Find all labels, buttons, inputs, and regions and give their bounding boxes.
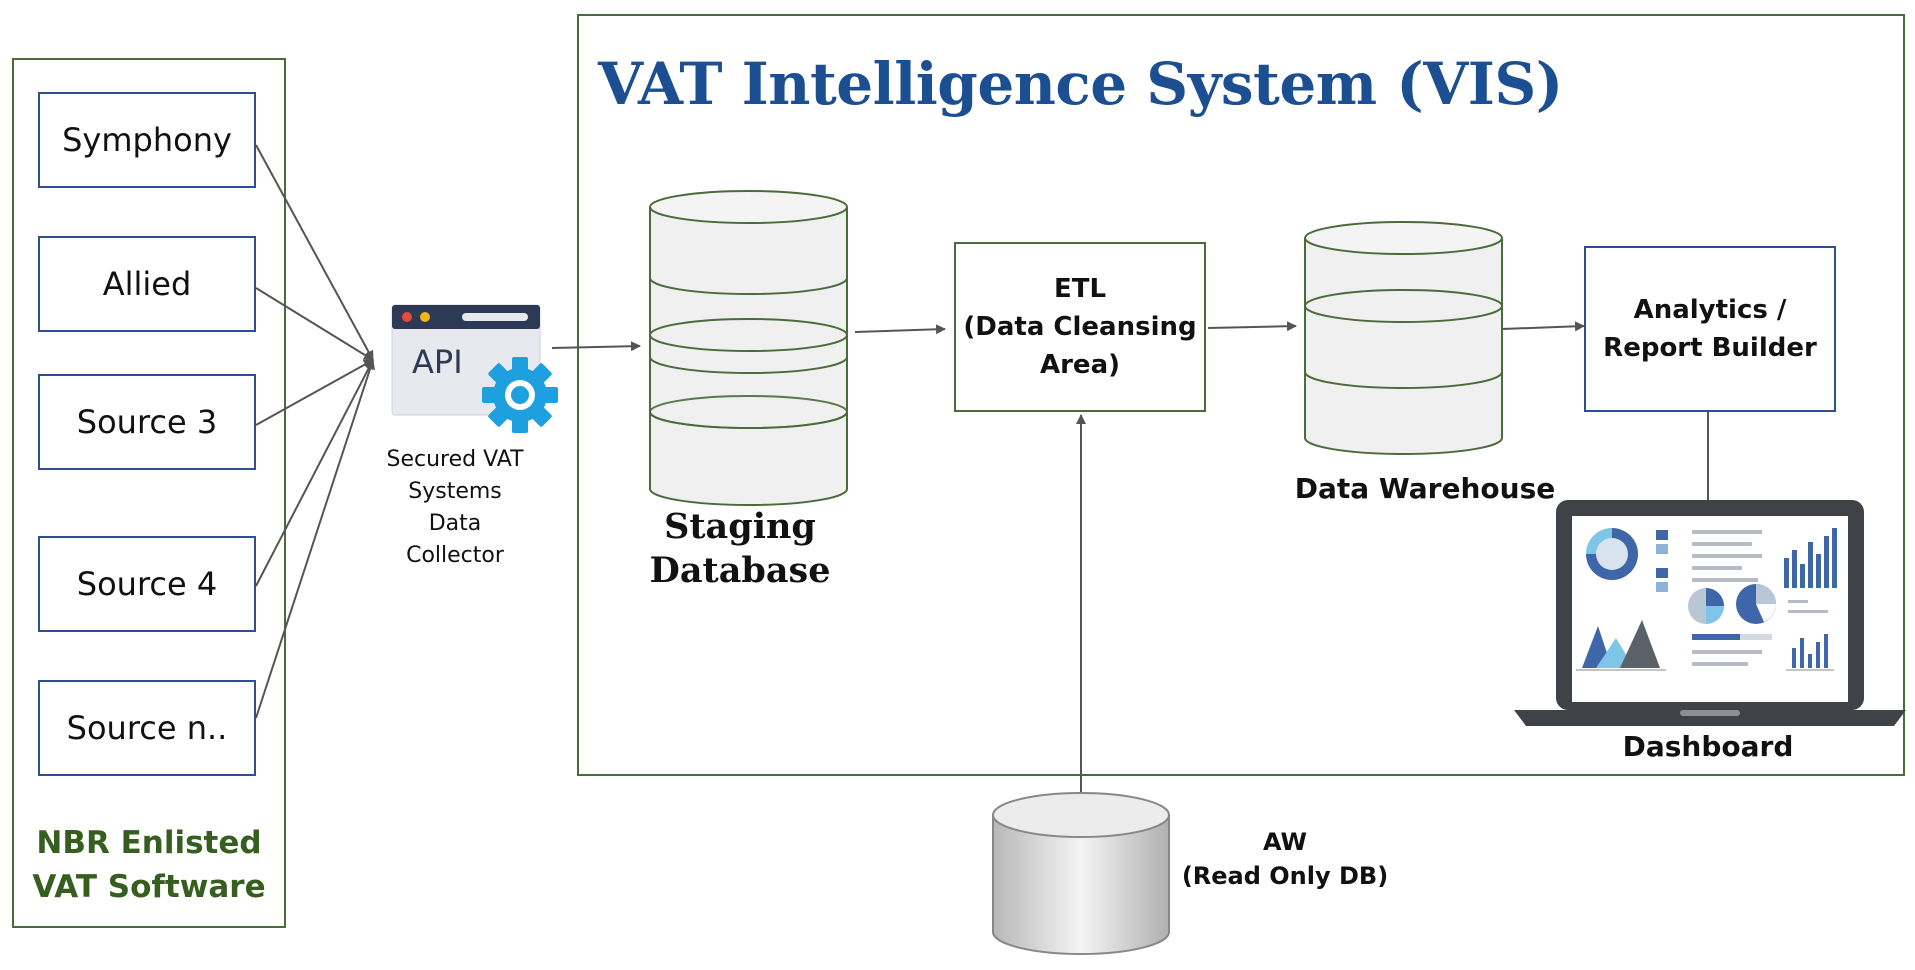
- api-icon: API: [390, 303, 560, 433]
- api-caption-line: Data: [428, 511, 482, 536]
- staging-database-cylinder: [649, 190, 848, 506]
- aw-line: (Read Only DB): [1181, 862, 1389, 890]
- source-label: Symphony: [62, 121, 232, 159]
- dashboard-label: Dashboard: [1622, 730, 1794, 763]
- caption-line: VAT Software: [32, 869, 266, 905]
- aw-label: AW (Read Only DB): [1180, 825, 1390, 893]
- analytics-box: Analytics / Report Builder: [1584, 246, 1836, 412]
- source-label: Source 4: [76, 565, 218, 603]
- api-caption-line: Collector: [406, 543, 504, 568]
- source-box-n: Source n..: [38, 680, 256, 776]
- source-systems-panel: [12, 58, 286, 928]
- source-label: Source n..: [66, 709, 228, 747]
- flow-arrows: [551, 321, 1709, 792]
- source-box-symphony: Symphony: [38, 92, 256, 188]
- api-caption: Secured VAT Systems Data Collector: [370, 444, 540, 572]
- etl-box: ETL (Data Cleansing Area): [954, 242, 1206, 412]
- source-box-4: Source 4: [38, 536, 256, 632]
- label-line: Staging: [664, 506, 816, 547]
- source-label: Allied: [102, 265, 192, 303]
- laptop-dashboard-icon: [1512, 498, 1908, 728]
- analytics-line: Analytics /: [1633, 295, 1787, 325]
- source-box-3: Source 3: [38, 374, 256, 470]
- etl-line: ETL: [1053, 274, 1107, 304]
- analytics-line: Report Builder: [1603, 333, 1817, 363]
- label-line: Database: [649, 550, 831, 591]
- aw-database-cylinder: [992, 792, 1170, 955]
- aw-line: AW: [1263, 828, 1307, 856]
- source-label: Source 3: [76, 403, 218, 441]
- api-icon-text: API: [412, 343, 463, 381]
- source-connector-lines: [255, 144, 375, 719]
- caption-line: NBR Enlisted: [36, 825, 262, 861]
- data-warehouse-label: Data Warehouse: [1294, 472, 1556, 505]
- vis-frame: [577, 14, 1905, 776]
- etl-line: Area): [1039, 350, 1120, 380]
- staging-database-label: Staging Database: [610, 505, 870, 593]
- source-box-allied: Allied: [38, 236, 256, 332]
- data-warehouse-cylinder: [1304, 221, 1503, 455]
- source-panel-caption: NBR Enlisted VAT Software: [12, 821, 286, 909]
- api-caption-line: Systems: [408, 479, 502, 504]
- api-caption-line: Secured VAT: [386, 447, 524, 472]
- etl-line: (Data Cleansing: [963, 312, 1197, 342]
- diagram-title: VAT Intelligence System (VIS): [598, 50, 1563, 118]
